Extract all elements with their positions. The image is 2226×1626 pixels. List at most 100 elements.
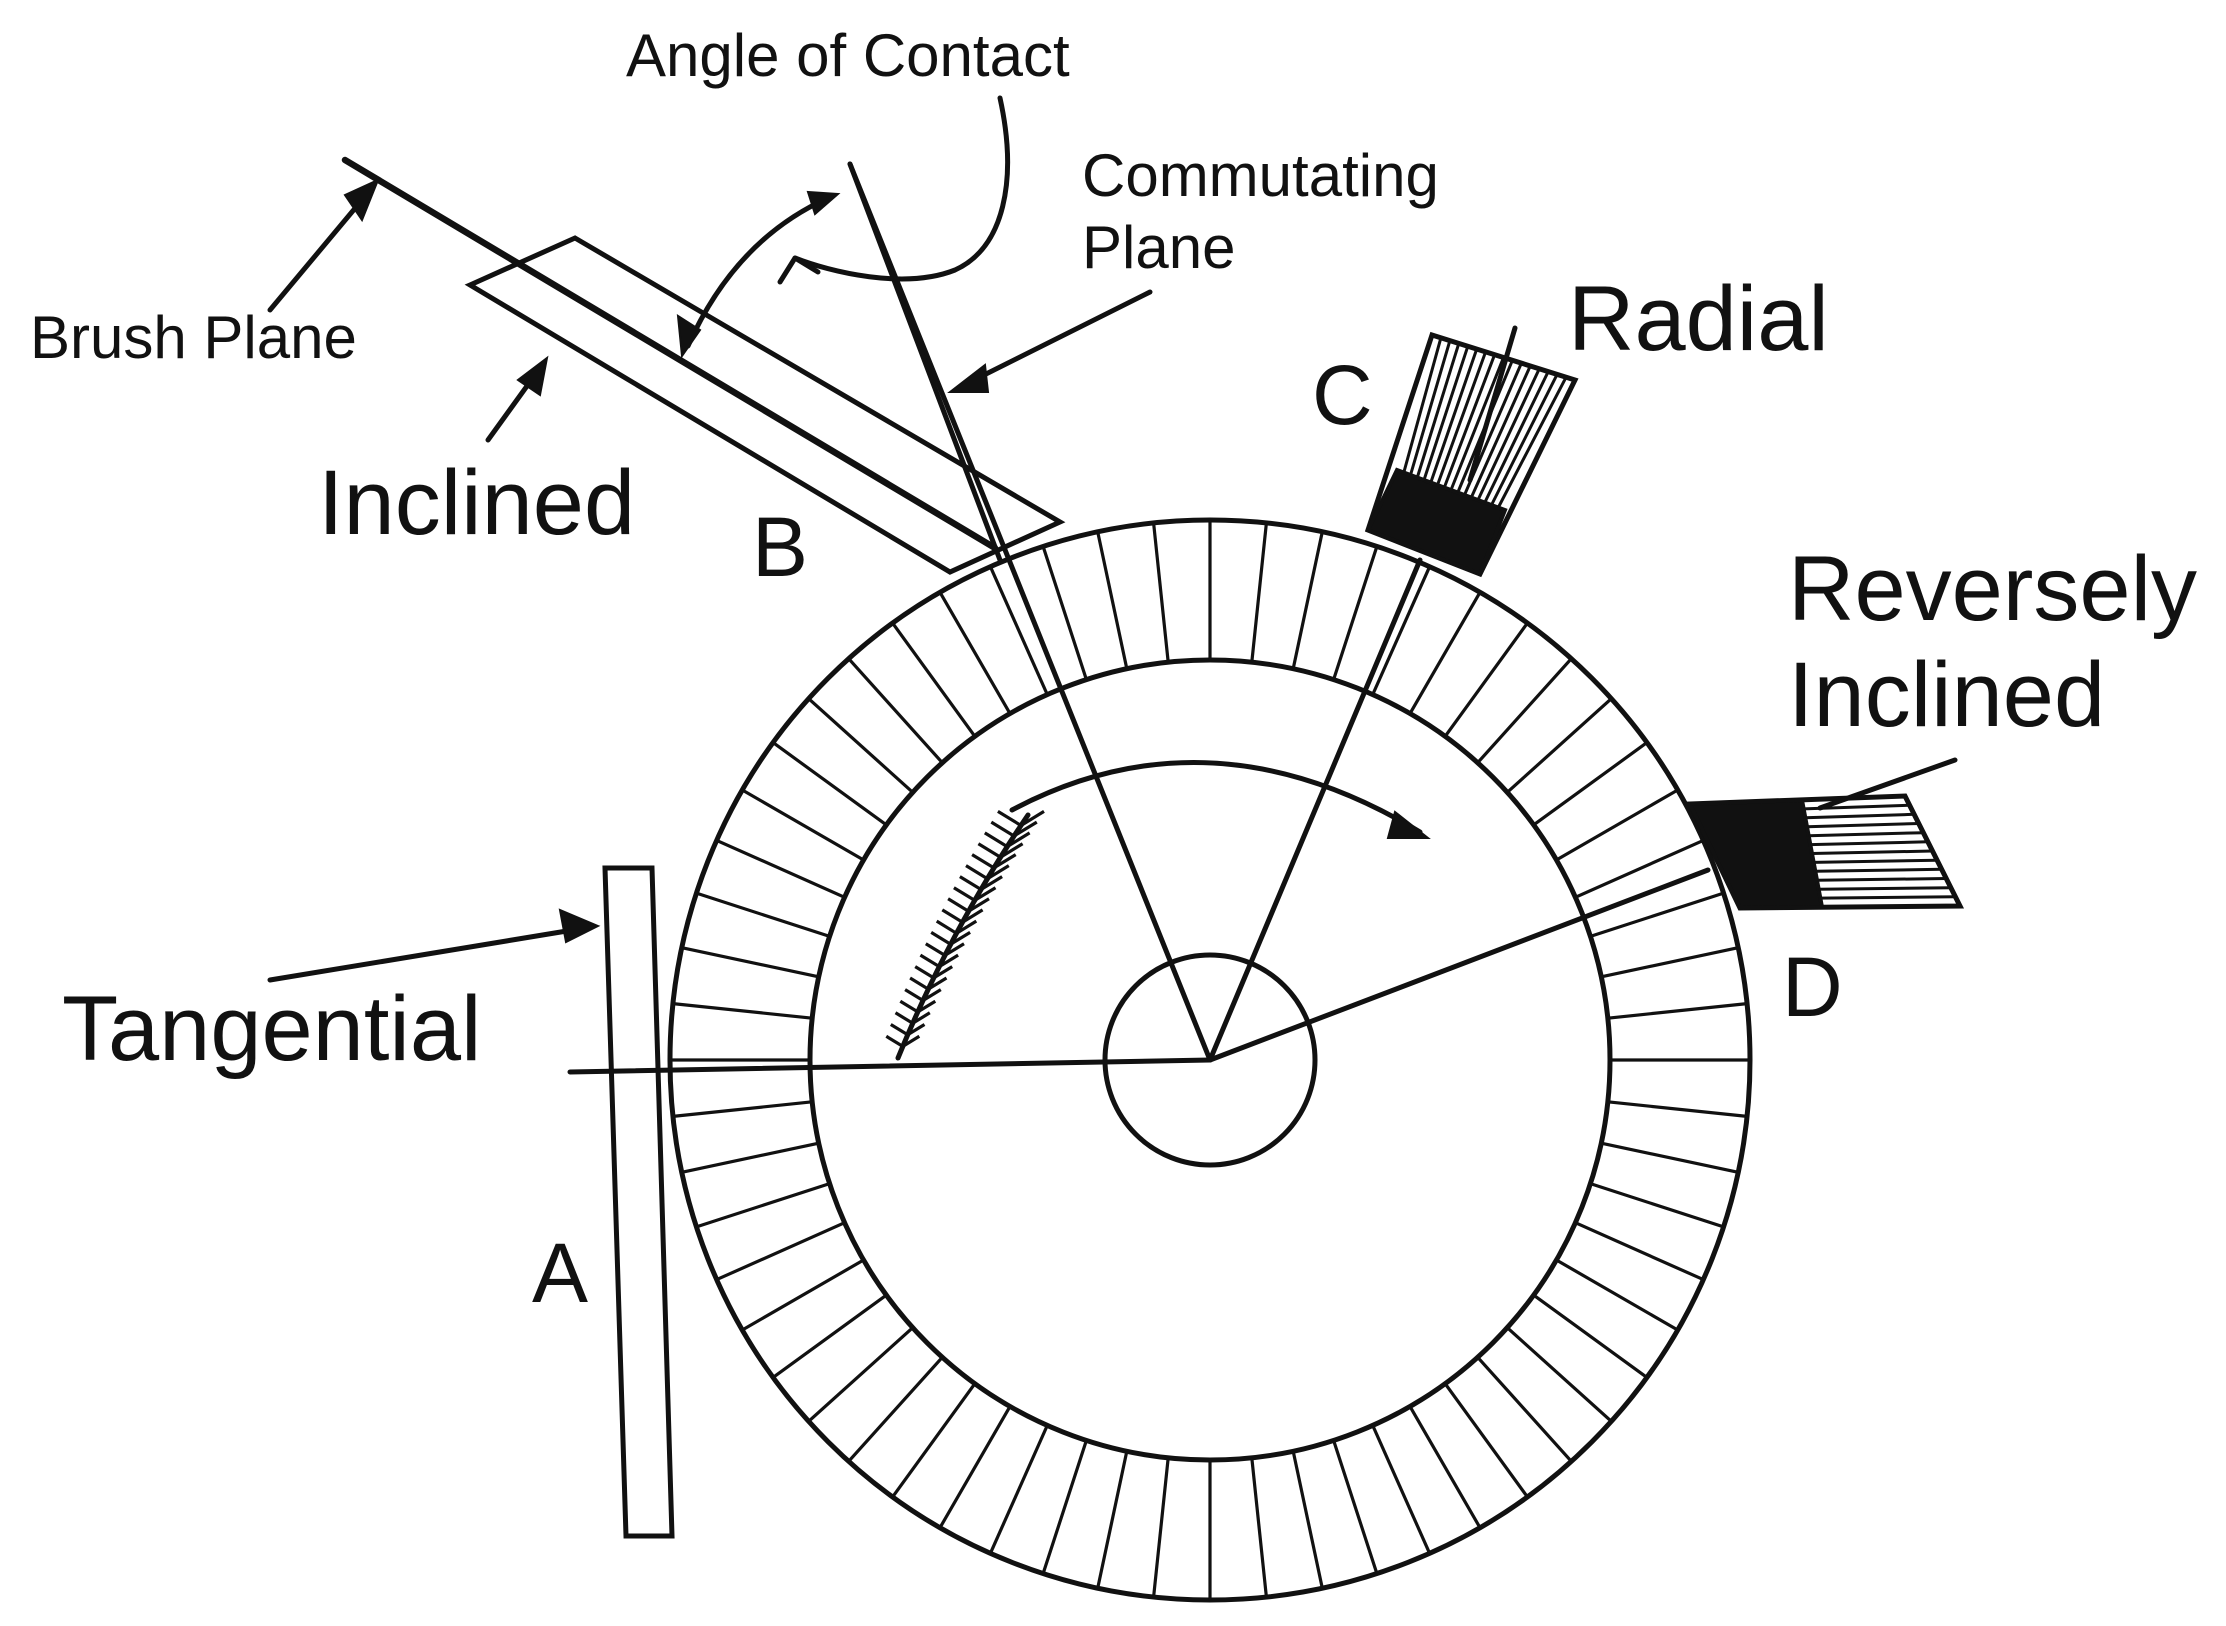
commutator-segment-divider xyxy=(1332,545,1379,681)
brush-d-hatch-line xyxy=(1811,849,1933,855)
feather-barb xyxy=(959,875,982,891)
label-reversely: Reversely xyxy=(1788,538,2197,640)
commutating-plane-arrow-line xyxy=(959,289,1153,389)
feather-barb xyxy=(967,897,990,913)
commutator-segment-divider xyxy=(772,741,888,827)
feather-barb xyxy=(986,864,1010,881)
commutator-segment-divider xyxy=(1555,1258,1679,1332)
feather-barb xyxy=(932,965,954,980)
brush-c-radial xyxy=(1364,325,1579,578)
commutator-segment-divider xyxy=(988,566,1049,696)
commutator-segment-divider xyxy=(681,946,820,979)
brush-c-hatch-line xyxy=(1429,348,1479,483)
feather-barb xyxy=(993,853,1017,870)
brush-d-hatch-line xyxy=(1806,822,1919,829)
brush-a-body xyxy=(602,865,675,1539)
commutator-segment-divider xyxy=(847,1356,944,1463)
brush-b-body xyxy=(464,235,1066,575)
angle-arrowhead-upper xyxy=(806,190,841,216)
commutating-plane-arrowhead xyxy=(947,363,990,393)
brush-c-hatch-line xyxy=(1476,368,1541,501)
feather-barb xyxy=(938,953,959,968)
feather-barb xyxy=(973,886,997,902)
brush-d-hatch-line xyxy=(1805,812,1915,820)
feather-barb xyxy=(1020,810,1045,827)
commutator-segment-divider xyxy=(1152,1457,1170,1598)
commutating-plane-line xyxy=(847,161,1003,563)
radius-to-c xyxy=(1207,557,1423,1063)
feather-barb xyxy=(889,1023,909,1037)
commutator-segment-divider xyxy=(807,697,914,794)
feather-barb xyxy=(1013,820,1038,838)
feather-barb xyxy=(947,897,970,913)
brush-c-contact-tip xyxy=(1365,467,1508,577)
commutator-segment-divider xyxy=(681,1141,820,1174)
feather-barb xyxy=(980,875,1003,891)
brush-c-hatch-line xyxy=(1469,365,1532,499)
radius-to-d xyxy=(1207,867,1711,1063)
feather-barb xyxy=(901,1034,921,1048)
brush-c-center-line xyxy=(1467,325,1518,483)
label-inclined: Inclined xyxy=(318,452,635,554)
commutator-segment-divider xyxy=(1291,1450,1324,1589)
brush-c-hatch-line xyxy=(1449,356,1505,491)
brush-c-hatch-line xyxy=(1496,376,1568,509)
feather-barb xyxy=(990,820,1015,838)
commutator-segment-divider xyxy=(1291,531,1324,670)
feather-barb xyxy=(977,842,1002,859)
feather-barb xyxy=(906,1023,926,1037)
brush-d-reversely-inclined xyxy=(1686,757,1965,911)
commutator-segment-divider xyxy=(1408,591,1482,715)
brush-c-hatch-line xyxy=(1490,373,1559,506)
feather-barb xyxy=(909,976,930,991)
commutator-segment-divider xyxy=(1600,946,1739,979)
radius-to-b xyxy=(847,161,1213,1063)
commutator-segment-divider xyxy=(1250,1457,1268,1598)
brush-d-hatch-line xyxy=(1808,831,1924,838)
feather-barb xyxy=(922,988,942,1002)
feather-barb xyxy=(983,831,1009,848)
commutator-segment-divider xyxy=(938,1405,1012,1529)
commutator-segment-divider xyxy=(891,622,977,738)
commutator-segment-divider xyxy=(1096,1450,1129,1589)
commutator-segment-divider xyxy=(938,591,1012,715)
commutator-segment-divider xyxy=(716,838,846,899)
commutator-segment-divider xyxy=(672,1100,813,1118)
feather-barb xyxy=(953,886,976,902)
commutator-segment-divider xyxy=(1506,1326,1613,1423)
commutator-segment-divider xyxy=(1532,741,1648,827)
commutator-segment-divider xyxy=(1589,1182,1725,1229)
feather-barb xyxy=(885,1034,904,1048)
brush-b-inclined xyxy=(464,235,1066,575)
brush-a-tangential xyxy=(602,865,675,1539)
feather-barb xyxy=(961,908,984,924)
brush-c-hatch-line xyxy=(1436,351,1488,486)
commutator-segment-divider xyxy=(988,1424,1049,1554)
feather-barb xyxy=(935,919,958,935)
angle-of-contact-arc xyxy=(685,195,831,349)
brush-d-hatch-line xyxy=(1810,840,1928,847)
commutator-segment-divider xyxy=(772,1293,888,1379)
brush-c-hatch-line xyxy=(1483,370,1550,504)
feather-barb xyxy=(927,976,948,991)
commutator-segment-divider xyxy=(891,1382,977,1498)
label-radial: Radial xyxy=(1568,268,1829,370)
commutator-segment-divider xyxy=(1041,1439,1088,1575)
commutator-segment-divider xyxy=(1332,1439,1379,1575)
commutator-segment-divider xyxy=(741,788,865,862)
commutator-segment-divider xyxy=(1152,522,1170,663)
brush-d-hatch-line xyxy=(1815,867,1942,873)
feather-barb xyxy=(965,864,989,881)
brush-c-hatch-line xyxy=(1442,354,1497,489)
brush-plane-arrowhead xyxy=(343,178,380,223)
angle-of-contact-curl xyxy=(792,95,1011,282)
commutator-segment-divider xyxy=(1476,657,1573,764)
label-tangential: Tangential xyxy=(62,978,481,1080)
angle-arrowhead-lower xyxy=(676,314,702,359)
feather-barb xyxy=(930,931,952,946)
commutator-segment-divider xyxy=(1250,522,1268,663)
label-reversely-inclined: Inclined xyxy=(1788,644,2105,746)
feather-barb xyxy=(924,942,946,957)
brush-d-pointer-line xyxy=(1817,757,1958,811)
feather-barb xyxy=(1006,831,1031,848)
